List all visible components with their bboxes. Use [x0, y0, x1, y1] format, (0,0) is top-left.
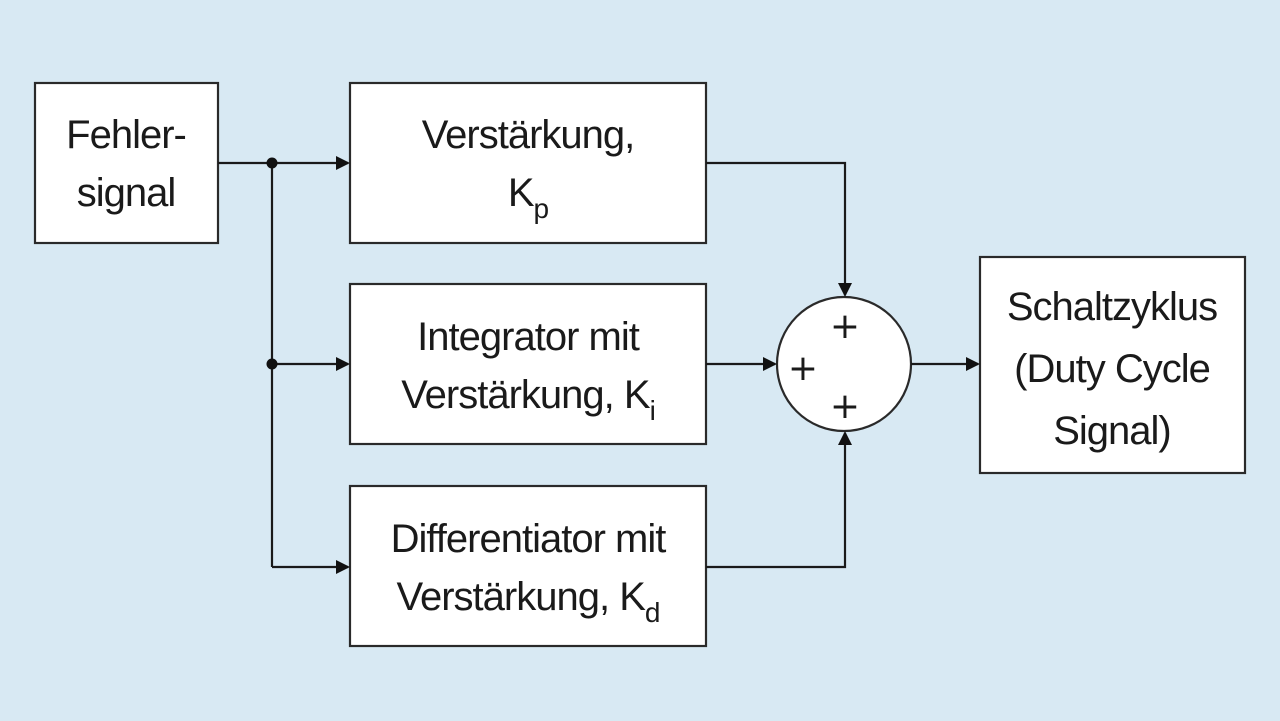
differentiator-block: Differentiator mit Verstärkung, Kd [348, 484, 708, 648]
output-label-line2: (Duty Cycle [1014, 347, 1210, 391]
integrator-gain-text: Verstärkung, [401, 373, 624, 417]
kd-subscript: d [645, 597, 660, 628]
differentiator-label-line1: Differentiator mit [391, 517, 667, 561]
summing-junction: + + + [775, 295, 913, 433]
differentiator-to-sum-arrow [706, 431, 852, 569]
proportional-to-sum-arrow [706, 161, 852, 297]
kp-subscript: p [534, 193, 549, 224]
error-signal-label-line2: signal [77, 171, 176, 215]
error-signal-label-line1: Fehler- [66, 113, 186, 157]
summing-sign-top: + [830, 306, 860, 347]
signal-lines [218, 156, 980, 574]
ki-subscript: i [650, 395, 655, 426]
integrator-label-line2: Verstärkung, Ki [401, 373, 655, 426]
kp-symbol: K [508, 171, 535, 215]
proportional-label-line1: Verstärkung, [422, 113, 635, 157]
differentiator-gain-text: Verstärkung, [397, 575, 620, 619]
output-label-line3: Signal) [1053, 409, 1171, 453]
output-label-line1: Schaltzyklus [1007, 285, 1217, 329]
summing-sign-left: + [788, 348, 818, 389]
junction-dot-top [266, 157, 278, 169]
error-signal-block: Fehler- signal [33, 81, 220, 245]
integrator-label-line1: Integrator mit [417, 315, 640, 359]
summing-sign-bottom: + [830, 386, 860, 427]
integrator-block: Integrator mit Verstärkung, Ki [348, 282, 708, 446]
junction-dot-middle [266, 358, 278, 370]
differentiator-label-line2: Verstärkung, Kd [397, 575, 660, 628]
proportional-gain-block: Verstärkung, Kp [348, 81, 708, 245]
kd-symbol: K [619, 575, 646, 619]
ki-symbol: K [624, 373, 651, 417]
output-block: Schaltzyklus (Duty Cycle Signal) [978, 255, 1247, 475]
proportional-gain-symbol: Kp [508, 171, 549, 224]
